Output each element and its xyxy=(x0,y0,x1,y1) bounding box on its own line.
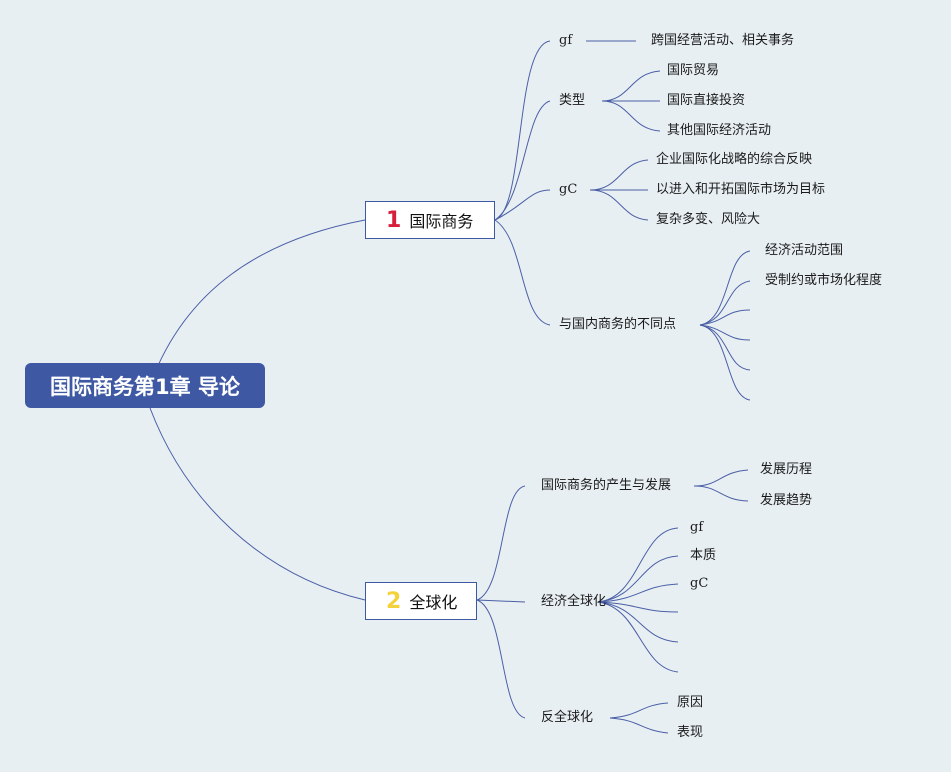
topic-origin-item[interactable]: 发展历程 xyxy=(760,462,813,477)
topic-differences[interactable]: 与国内商务的不同点 xyxy=(559,317,677,332)
topic-econ-item[interactable]: gf xyxy=(690,520,704,535)
branch-international-business[interactable]: 1 国际商务 xyxy=(365,201,495,239)
topic-gc[interactable]: gC xyxy=(559,182,578,197)
link-b1-gc xyxy=(494,189,551,221)
branch-number-1: 1 xyxy=(386,207,402,233)
link-econ-4 xyxy=(597,601,679,613)
link-anti-2 xyxy=(609,717,669,734)
topic-econ-item[interactable]: gC xyxy=(690,576,709,591)
link-origin-1 xyxy=(693,469,749,487)
branch-number-2: 2 xyxy=(386,588,402,614)
topic-gc-item[interactable]: 以进入和开拓国际市场为目标 xyxy=(656,182,826,197)
topic-diff-item[interactable]: 经济活动范围 xyxy=(765,243,844,258)
link-types-3 xyxy=(601,100,661,132)
link-econ-5 xyxy=(597,601,679,643)
link-diff-1 xyxy=(699,250,751,326)
branch-globalization[interactable]: 2 全球化 xyxy=(365,582,477,620)
link-b2-origin xyxy=(476,485,526,601)
topic-types-item[interactable]: 国际直接投资 xyxy=(667,93,746,108)
topic-econ-item[interactable]: 本质 xyxy=(690,548,717,563)
branch-label: 全球化 xyxy=(409,593,458,612)
link-econ-1 xyxy=(597,527,679,603)
link-root-branch1 xyxy=(149,219,366,386)
link-b1-gf xyxy=(494,40,551,221)
link-origin-2 xyxy=(693,485,749,502)
topic-types-item[interactable]: 国际贸易 xyxy=(667,63,720,78)
root-topic[interactable]: 国际商务第1章 导论 xyxy=(25,363,265,408)
topic-diff-item[interactable]: 受制约或市场化程度 xyxy=(765,273,883,288)
link-diff-5 xyxy=(699,324,751,371)
link-root-branch2 xyxy=(149,407,366,601)
link-b2-anti xyxy=(476,599,526,719)
topic-gf[interactable]: gf xyxy=(559,33,573,48)
topic-anti-globalization[interactable]: 反全球化 xyxy=(541,710,594,725)
link-b1-types xyxy=(494,100,551,221)
link-types-1 xyxy=(601,70,661,102)
root-label: 国际商务第1章 导论 xyxy=(50,374,240,399)
link-gc-3 xyxy=(589,189,649,221)
link-diff-6 xyxy=(699,324,751,401)
topic-types[interactable]: 类型 xyxy=(559,93,586,108)
topic-origin-item[interactable]: 发展趋势 xyxy=(760,493,813,508)
link-diff-2 xyxy=(699,280,751,326)
link-b2-econ xyxy=(476,599,526,603)
branch-label: 国际商务 xyxy=(409,212,474,231)
topic-economic-globalization[interactable]: 经济全球化 xyxy=(541,594,607,609)
link-econ-2 xyxy=(597,555,679,603)
link-gc-1 xyxy=(589,159,649,191)
link-econ-3 xyxy=(597,583,679,603)
link-econ-6 xyxy=(597,601,679,673)
topic-gc-item[interactable]: 复杂多变、风险大 xyxy=(656,212,761,227)
topic-gf-child[interactable]: 跨国经营活动、相关事务 xyxy=(651,33,795,48)
link-anti-1 xyxy=(609,702,669,719)
topic-types-item[interactable]: 其他国际经济活动 xyxy=(667,123,772,138)
topic-gc-item[interactable]: 企业国际化战略的综合反映 xyxy=(656,152,813,167)
topic-origin-development[interactable]: 国际商务的产生与发展 xyxy=(541,478,672,493)
topic-anti-item[interactable]: 表现 xyxy=(677,725,704,740)
topic-anti-item[interactable]: 原因 xyxy=(677,695,704,710)
link-diff-3 xyxy=(699,309,751,326)
link-b1-diff xyxy=(494,219,551,326)
